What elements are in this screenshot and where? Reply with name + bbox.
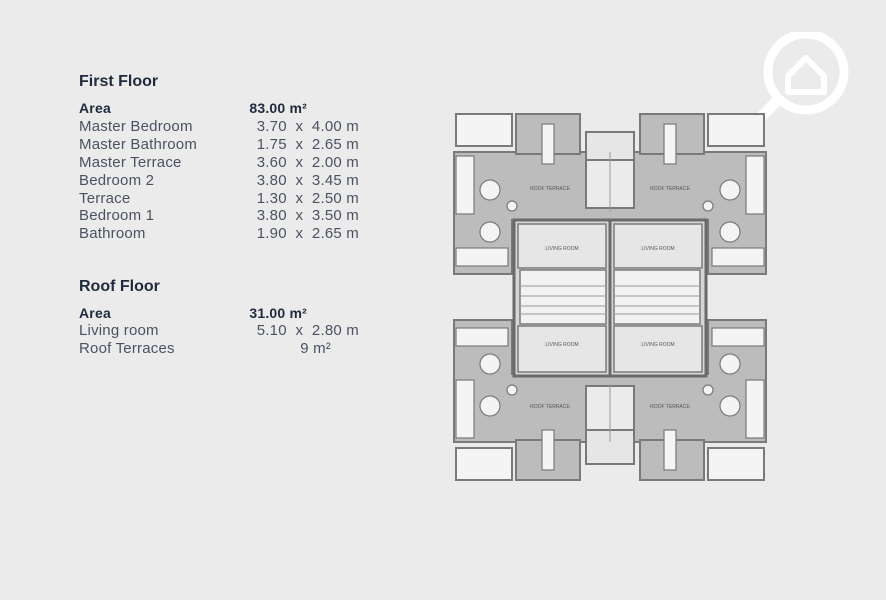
first-floor-area-row: Area 83.00 m² xyxy=(79,100,359,118)
room-dimensions: 3.80 x 3.50 m xyxy=(256,207,359,224)
room-row: Master Terrace 3.60 x 2.00 m xyxy=(79,154,359,172)
room-dimensions: 3.70 x 4.00 m xyxy=(256,118,359,135)
living-room-label: LIVING ROOM xyxy=(545,246,578,252)
room-dimensions: 3.60 x 2.00 m xyxy=(256,154,359,171)
area-label: Area xyxy=(79,100,111,116)
room-dimensions: 5.10 x 2.80 m xyxy=(256,322,359,339)
roof-floor-plan: ROOF TERRACE ROOF TERRACE LIVING ROOM LI… xyxy=(453,113,767,481)
area-value: 31.00 m² xyxy=(249,305,307,321)
house-search-icon xyxy=(758,32,849,128)
room-row: Bedroom 2 3.80 x 3.45 m xyxy=(79,172,359,190)
room-row: Bathroom 1.90 x 2.65 m xyxy=(79,225,359,243)
first-floor-title: First Floor xyxy=(79,73,159,90)
area-label: Area xyxy=(79,305,111,321)
room-dimensions: 9 m² xyxy=(300,340,331,357)
room-labels: ROOF TERRACE ROOF TERRACE LIVING ROOM LI… xyxy=(530,186,690,410)
room-dimensions: 1.90 x 2.65 m xyxy=(256,225,359,242)
living-room-label: LIVING ROOM xyxy=(641,342,674,348)
room-name: Bedroom 2 xyxy=(79,172,155,189)
room-name: Bedroom 1 xyxy=(79,207,155,224)
room-dimensions: 3.80 x 3.45 m xyxy=(256,172,359,189)
living-room-label: LIVING ROOM xyxy=(641,246,674,252)
plan-walls xyxy=(453,113,767,481)
living-room-label: LIVING ROOM xyxy=(545,342,578,348)
room-row: Master Bathroom 1.75 x 2.65 m xyxy=(79,136,359,154)
room-name: Master Bedroom xyxy=(79,118,193,135)
room-name: Living room xyxy=(79,322,159,339)
room-name: Master Terrace xyxy=(79,154,182,171)
furniture xyxy=(455,123,765,471)
room-row: Roof Terraces 9 m² xyxy=(79,340,359,358)
roof-terrace-label: ROOF TERRACE xyxy=(650,404,690,410)
roof-terrace-label: ROOF TERRACE xyxy=(530,186,570,192)
room-row: Master Bedroom 3.70 x 4.00 m xyxy=(79,118,359,136)
room-name: Master Bathroom xyxy=(79,136,198,153)
roof-floor-title: Roof Floor xyxy=(79,278,160,295)
room-row: Terrace 1.30 x 2.50 m xyxy=(79,190,359,208)
roof-terrace-label: ROOF TERRACE xyxy=(650,186,690,192)
room-row: Bedroom 1 3.80 x 3.50 m xyxy=(79,207,359,225)
room-name: Bathroom xyxy=(79,225,146,242)
roof-terrace-label: ROOF TERRACE xyxy=(530,404,570,410)
room-dimensions: 1.75 x 2.65 m xyxy=(256,136,359,153)
room-row: Living room 5.10 x 2.80 m xyxy=(79,322,359,340)
area-value: 83.00 m² xyxy=(249,100,307,116)
room-name: Terrace xyxy=(79,190,131,207)
room-dimensions: 1.30 x 2.50 m xyxy=(256,190,359,207)
stair-steps xyxy=(520,285,700,315)
roof-floor-area-row: Area 31.00 m² xyxy=(79,305,359,323)
room-name: Roof Terraces xyxy=(79,340,175,357)
